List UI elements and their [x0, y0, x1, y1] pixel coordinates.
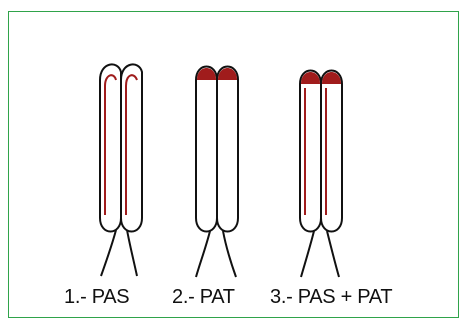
label-pas-pat: 3.- PAS + PAT: [270, 286, 392, 309]
diagram-pas-pat: [300, 71, 342, 278]
pas-right-lobe-outline: [121, 64, 142, 231]
label-pas: 1.- PAS: [64, 286, 129, 309]
paspat-right-stalk: [327, 231, 339, 277]
pat-left-lobe-outline: [196, 67, 217, 232]
pas-right-stalk: [127, 230, 137, 276]
pas-left-stalk: [101, 230, 116, 276]
pat-left-stalk: [196, 231, 210, 277]
paspat-left-stalk: [301, 231, 314, 277]
paspat-right-lobe-outline: [321, 71, 342, 232]
pat-right-lobe-outline: [217, 67, 238, 232]
pat-right-stalk: [223, 231, 236, 277]
diagram-pat: [196, 67, 238, 278]
diagram-pas: [100, 64, 142, 276]
paspat-left-lobe-outline: [300, 71, 321, 232]
pas-left-lobe-outline: [100, 64, 121, 231]
label-pat: 2.- PAT: [172, 286, 235, 309]
